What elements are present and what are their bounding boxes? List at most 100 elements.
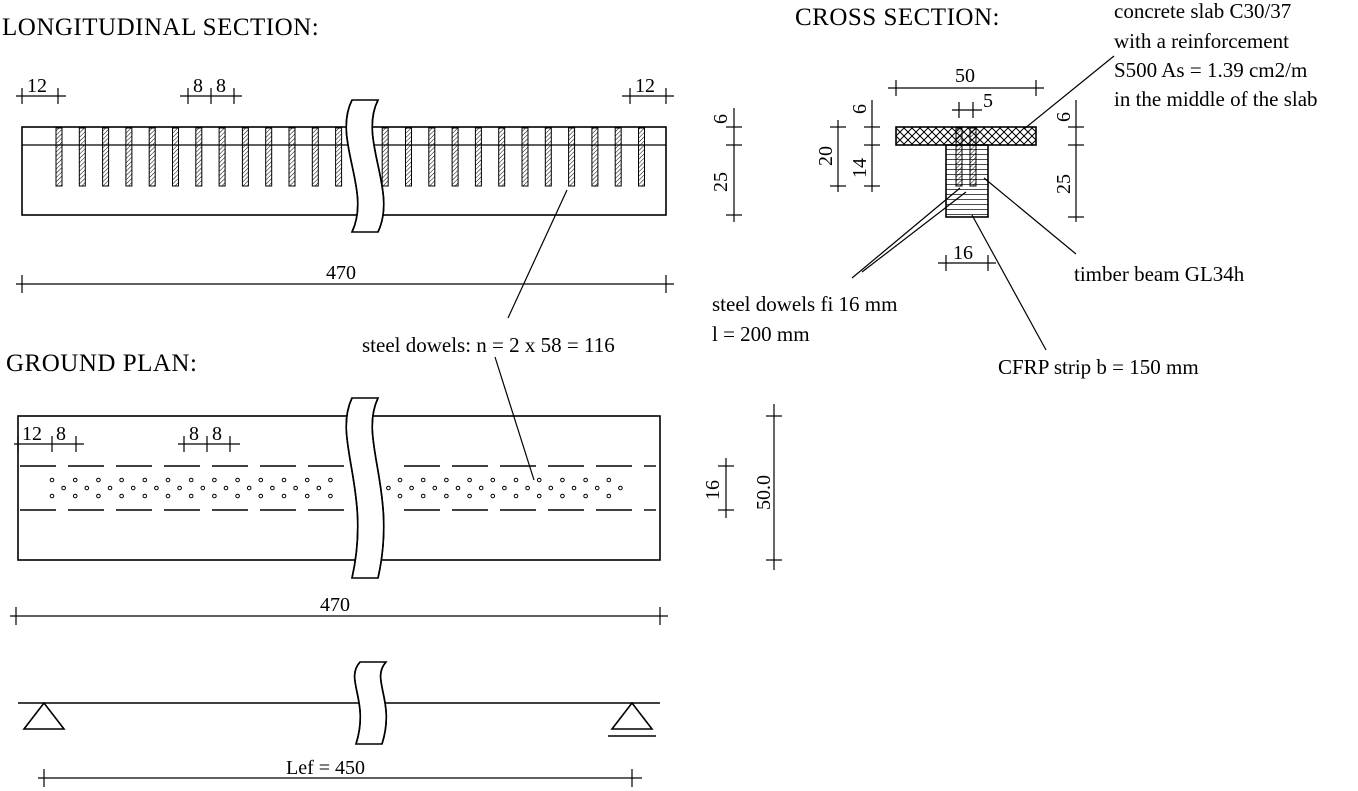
dowel-dot xyxy=(96,477,101,483)
dowel-dot xyxy=(444,477,449,483)
steel-dowel xyxy=(428,127,436,187)
dim-plan-left: 12 xyxy=(22,423,42,445)
ground-plan xyxy=(17,397,661,579)
dowel-dot xyxy=(594,485,600,491)
concrete-slab-label: concrete slab C30/37 with a reinforcemen… xyxy=(1114,0,1318,111)
plan-length-dimension: 470 xyxy=(10,594,668,625)
concrete-slab xyxy=(895,126,1037,146)
dim-long-mid-b: 8 xyxy=(216,75,226,97)
steel-dowel xyxy=(311,127,319,187)
dowel-dot xyxy=(177,485,182,491)
steel-dowel xyxy=(614,127,622,187)
dowel-dot xyxy=(397,477,403,483)
longitudinal-section xyxy=(21,99,667,233)
dowel-dot xyxy=(235,493,240,499)
dowel-dot xyxy=(119,477,124,483)
dowel-dot xyxy=(420,477,426,483)
dowel-dot xyxy=(212,477,217,483)
dowel-dot xyxy=(188,477,194,483)
span-dimension: Lef = 450 xyxy=(38,757,642,787)
svg-text:steel dowels fi 16 mm: steel dowels fi 16 mm xyxy=(712,292,897,316)
dowel-dot xyxy=(467,493,472,499)
dowel-dot xyxy=(525,485,530,491)
dowel-dot xyxy=(223,485,229,491)
dowel-dot xyxy=(560,493,565,499)
dowel-dot xyxy=(281,493,287,499)
dowel-dot xyxy=(397,493,403,499)
dowel-dot xyxy=(606,493,612,499)
dowel-dot xyxy=(513,477,519,483)
dowel-dot xyxy=(536,493,542,499)
span-label: Lef = 450 xyxy=(286,757,365,779)
ground-plan-title: GROUND PLAN: xyxy=(6,350,197,377)
steel-dowel xyxy=(125,127,133,187)
dowel-dot xyxy=(583,493,588,499)
dim-plan-width: 50.0 xyxy=(753,475,775,510)
dowel-dot xyxy=(165,493,171,499)
dowel-dot xyxy=(61,485,66,491)
steel-dowel xyxy=(218,127,226,187)
dowel-dot xyxy=(154,485,159,491)
dowel-dot xyxy=(548,485,554,491)
steel-dowel xyxy=(405,127,412,187)
dim-cs-14: 14 xyxy=(849,158,871,178)
cs-dowel-label: steel dowels fi 16 mm l = 200 mm xyxy=(712,292,897,346)
longitudinal-dowels xyxy=(55,127,645,187)
dim-cs-slab: 6 xyxy=(849,104,871,114)
dowel-dot xyxy=(142,493,148,499)
dowel-dot xyxy=(119,493,124,499)
dowel-dot xyxy=(618,485,623,491)
dim-long-height: 25 xyxy=(710,172,732,192)
dowel-dot xyxy=(188,493,194,499)
dowel-dot xyxy=(328,493,333,499)
dowel-dot xyxy=(502,485,507,491)
dowel-dot xyxy=(258,493,264,499)
cross-section-dimensions: 50 5 6 14 20 6 25 16 xyxy=(815,65,1084,271)
steel-dowel xyxy=(381,127,389,187)
dim-cs-height-right: 25 xyxy=(1053,174,1075,194)
dowel-dot xyxy=(513,493,519,499)
dowel-dot xyxy=(583,477,588,483)
steel-dowel xyxy=(498,127,506,187)
dowel-dot xyxy=(536,477,542,483)
steel-dowel xyxy=(591,127,599,187)
dim-cs-dowel-spacing: 5 xyxy=(983,90,993,112)
steel-dowel xyxy=(265,127,273,187)
cross-section xyxy=(895,126,1037,218)
steel-dowel xyxy=(544,127,552,187)
dowel-dot xyxy=(270,485,275,491)
dowel-dot xyxy=(246,485,252,491)
timber-beam-label: timber beam GL34h xyxy=(1074,262,1245,286)
svg-text:l = 200 mm: l = 200 mm xyxy=(712,322,810,346)
dim-cs-slab-right: 6 xyxy=(1053,112,1075,122)
steel-dowel xyxy=(474,127,482,187)
steel-dowel xyxy=(451,127,459,187)
steel-dowel xyxy=(102,127,110,187)
dowel-dot xyxy=(478,485,484,491)
longitudinal-section-title: LONGITUDINAL SECTION: xyxy=(2,14,319,41)
dowel-dot xyxy=(49,477,55,483)
dim-plan-left-b: 8 xyxy=(56,423,66,445)
dowel-dot xyxy=(84,485,90,491)
dowel-dot xyxy=(606,477,612,483)
dowel-dot xyxy=(560,477,565,483)
dim-plan-strip: 16 xyxy=(702,480,724,500)
dowel-dot xyxy=(130,485,136,491)
dim-long-slab: 6 xyxy=(710,114,732,124)
dowel-dot xyxy=(490,493,496,499)
plan-dashed-lines xyxy=(20,465,656,511)
dowel-dot xyxy=(72,493,78,499)
steel-dowel xyxy=(521,127,529,187)
steel-dowel xyxy=(78,127,86,187)
dowel-dot xyxy=(293,485,298,491)
dowel-dot xyxy=(467,477,472,483)
svg-text:concrete slab C30/37: concrete slab C30/37 xyxy=(1114,0,1291,23)
dowel-dot xyxy=(107,485,113,491)
steel-dowel-right xyxy=(969,127,977,187)
dim-cs-width: 50 xyxy=(955,65,975,87)
longitudinal-right-dimensions: 6 25 xyxy=(710,108,742,222)
dowel-dot xyxy=(386,485,391,491)
dowel-dot xyxy=(444,493,449,499)
dowel-dot xyxy=(304,477,310,483)
